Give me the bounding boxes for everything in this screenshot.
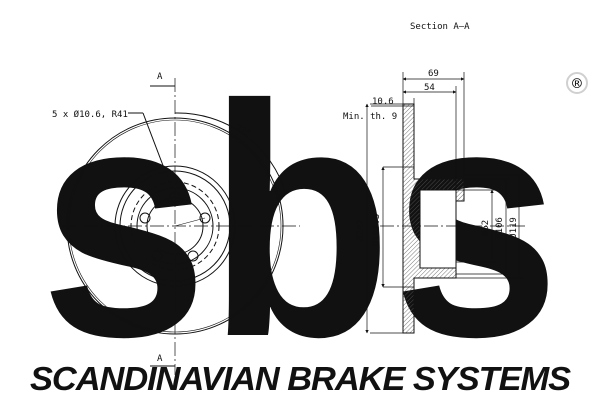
dim-min-thickness: Min. th. 9 — [343, 112, 397, 122]
registered-mark-ring — [566, 72, 588, 94]
registered-mark: ® — [572, 74, 582, 93]
dim-outer-diameter: Ø242 — [355, 219, 366, 241]
dim-center-bore: Ø62 — [480, 220, 491, 236]
dim-inner-diameter: Ø107.5 — [371, 214, 382, 247]
dim-hub-depth: 54 — [424, 83, 435, 93]
hub-bore-cutout — [419, 189, 457, 269]
section-title: Section A–A — [410, 22, 470, 32]
section-view — [365, 72, 525, 334]
bolt-leader — [142, 112, 176, 198]
angle-ray — [174, 217, 206, 227]
dim-hub-diameter: Ø119 — [508, 217, 519, 239]
section-marker-bottom: A — [157, 354, 163, 364]
bolt-hole — [151, 250, 163, 262]
bolt-hole — [187, 250, 199, 262]
watermark-letters: sbs — [40, 36, 560, 400]
dimension-lines — [365, 72, 523, 334]
dim-disc-thickness: 10.6 — [372, 97, 394, 107]
angle-arc — [174, 112, 288, 195]
front-view — [62, 78, 300, 375]
bolt-hole — [199, 212, 211, 224]
bolt-hole — [139, 212, 151, 224]
section-marker-top: A — [157, 72, 163, 82]
sbs-watermark-logo: sbs ® — [40, 36, 588, 400]
footer-brand-text: SCANDINAVIAN BRAKE SYSTEMS — [30, 360, 571, 397]
dim-overall-thickness: 69 — [428, 69, 439, 79]
dim-bolt-circle: Ø106 — [494, 217, 505, 239]
bolt-callout: 5 x Ø10.6, R41 — [52, 109, 128, 120]
